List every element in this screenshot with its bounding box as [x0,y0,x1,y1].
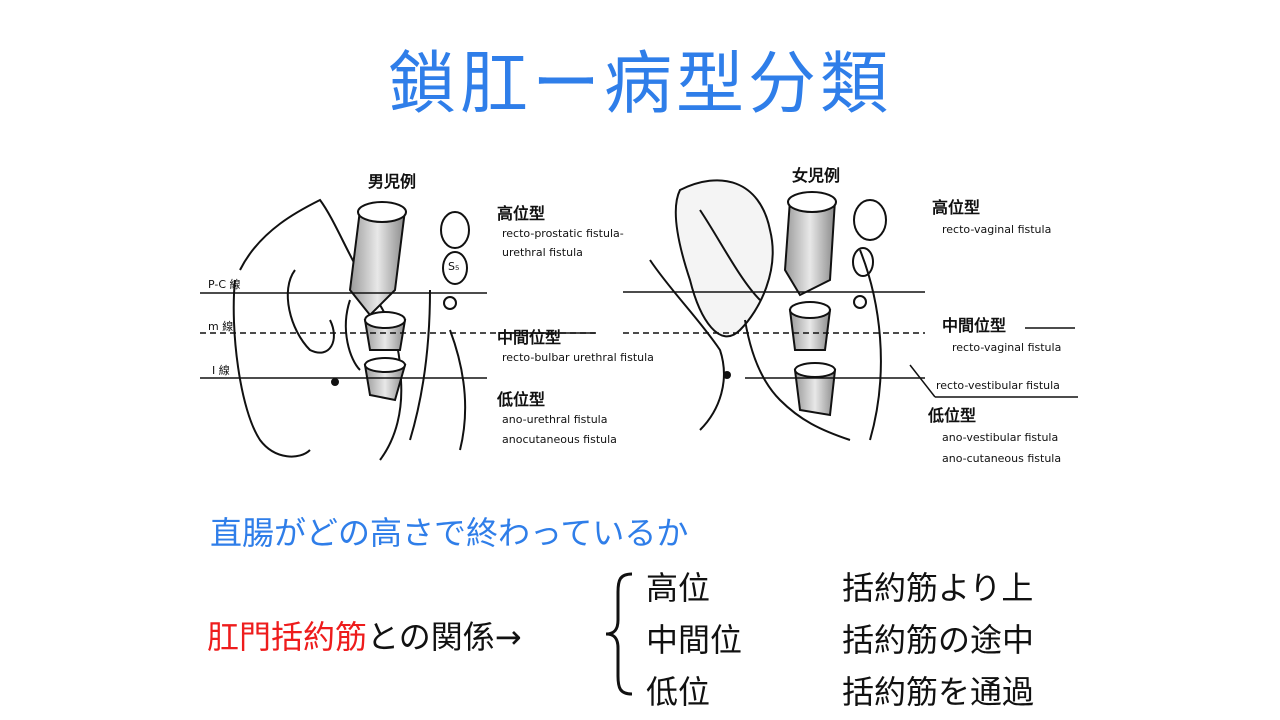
female-low-en-1: ano-vestibular fistula [942,431,1059,444]
level-mid: 中間位 [646,621,743,659]
female-high-type: 高位型 [932,198,981,217]
desc-low: 括約筋を通過 [842,673,1035,711]
question-text: 直腸がどの高さで終わっているか [210,514,689,552]
male-rectum-tubes [331,201,407,402]
level-high: 高位 [646,569,711,607]
pc-line-label: P-C 線 [208,278,241,291]
male-low-en-1: ano-urethral fistula [502,413,608,426]
curly-brace-icon [605,572,633,696]
female-low-en-2: ano-cutaneous fistula [942,452,1062,465]
male-low-type: 低位型 [497,390,546,409]
female-mid-type: 中間位型 [942,316,1007,335]
female-reference-lines [623,291,1078,398]
anorectal-malformation-diagram: 男児例 P-C 線 m 線 I 線 S₅ 高位型 recto-prostatic… [200,150,1090,480]
female-mid-en-1: recto-vaginal fistula [952,341,1062,354]
level-list: 高位 中間位 低位 [646,562,742,718]
female-anatomy [649,179,887,441]
male-reference-lines [200,292,600,379]
male-high-type: 高位型 [497,204,546,223]
m-line-label: m 線 [208,320,234,333]
male-low-en-2: anocutaneous fistula [502,433,617,446]
relation-rest: との関係→ [367,618,522,656]
slide-title: 鎖肛ー病型分類 [387,45,892,124]
desc-high: 括約筋より上 [842,569,1034,607]
sacral-label: S₅ [448,260,460,273]
male-heading: 男児例 [368,172,417,191]
sphincter-highlight: 肛門括約筋 [207,618,368,656]
level-low: 低位 [646,673,711,711]
desc-mid: 括約筋の途中 [842,621,1035,659]
female-rectum-tubes [723,191,837,417]
male-mid-type: 中間位型 [497,328,562,347]
female-heading: 女児例 [792,166,841,185]
female-mid-en-2: recto-vestibular fistula [936,379,1060,392]
sphincter-relation: 肛門括約筋との関係→ [207,612,522,658]
female-high-en-1: recto-vaginal fistula [942,223,1052,236]
male-anatomy [232,198,470,461]
female-low-type: 低位型 [928,406,977,425]
anatomy-illustration [200,179,1078,461]
male-high-en-2: urethral fistula [502,246,583,259]
male-mid-en-1: recto-bulbar urethral fistula [502,351,654,364]
male-high-en-1: recto-prostatic fistula- [502,227,624,240]
i-line-label: I 線 [212,364,230,377]
description-list: 括約筋より上 括約筋の途中 括約筋を通過 [842,562,1034,718]
